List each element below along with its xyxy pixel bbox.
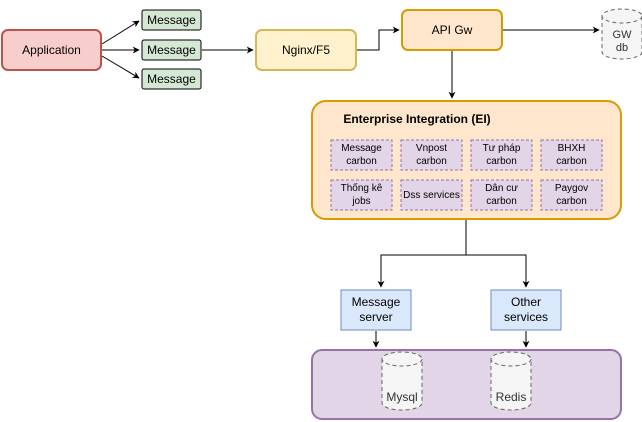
ei-service-boxes [330, 139, 603, 211]
message-box-1 [141, 9, 202, 31]
storage-container [311, 349, 622, 420]
edge-nginx-api [357, 26, 400, 51]
other-services-box [490, 289, 562, 331]
ei-service-message-carbon: Message carbon [341, 143, 382, 167]
message-label-2: Message [147, 42, 196, 57]
gw-db-cylinder [601, 8, 642, 60]
mysql-cylinder [381, 351, 423, 411]
message-label-3: Message [147, 71, 196, 86]
message-box-3 [141, 68, 202, 90]
api-gw-box [401, 9, 503, 51]
api-gw-label: API Gw [431, 22, 473, 37]
nginx-box [255, 29, 357, 71]
application-box [1, 29, 102, 71]
connectors [101, 20, 600, 348]
ei-service-dss-services: Dss services [403, 189, 460, 201]
message-label-1: Message [147, 12, 196, 27]
other-services-label: Other services [503, 295, 548, 324]
message-server-box [340, 289, 412, 331]
ei-service-thong-ke-jobs: Thống kê jobs [340, 183, 383, 207]
edge-ei-message-server [377, 220, 467, 288]
edge-ei-other-services [466, 254, 530, 288]
mysql-label: Mysql [386, 389, 418, 404]
gw-db-label: GW db [612, 29, 632, 54]
redis-cylinder [490, 351, 532, 411]
nginx-label: Nginx/F5 [281, 42, 331, 57]
redis-label: Redis [495, 389, 527, 404]
ei-service-tu-phap-carbon: Tư pháp carbon [482, 143, 521, 167]
ei-service-vnpost-carbon: Vnpost carbon [415, 143, 448, 167]
message-server-label: Message server [351, 295, 401, 324]
ei-title: Enterprise Integration (EI) [343, 111, 491, 126]
ei-service-dan-cu-carbon: Dân cư carbon [485, 183, 518, 207]
message-box-2 [141, 39, 202, 61]
ei-service-bhxh-carbon: BHXH carbon [556, 143, 587, 167]
edge-app-message-3 [101, 55, 140, 79]
ei-service-paygov-carbon: Paygov carbon [554, 183, 589, 207]
application-label: Application [22, 42, 81, 57]
edge-app-message-1 [101, 20, 140, 45]
